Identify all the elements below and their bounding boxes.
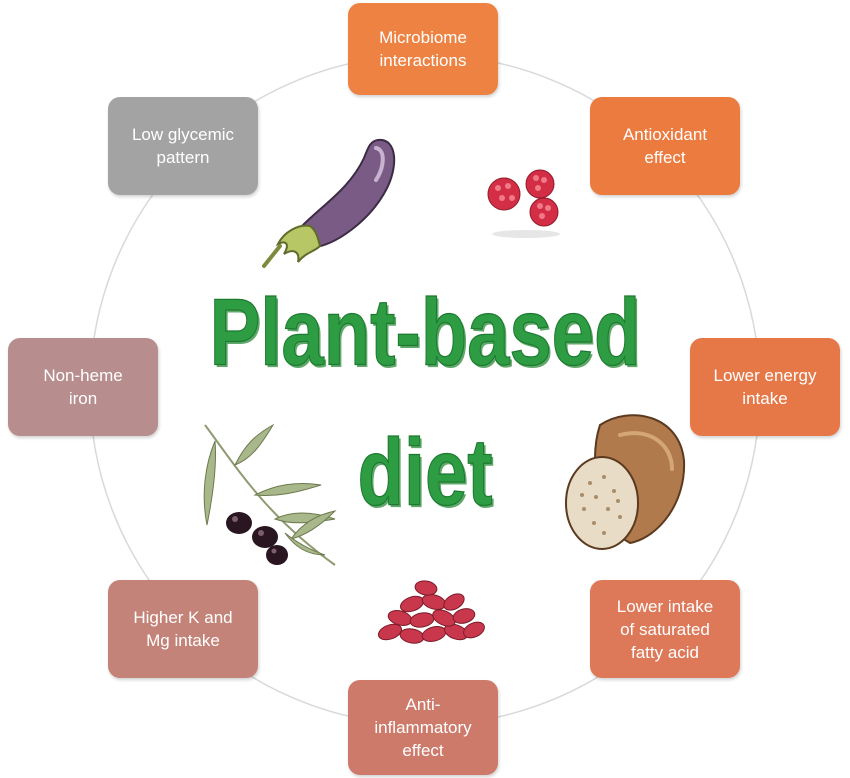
node-line: effect (644, 148, 686, 167)
node-line: interactions (379, 51, 467, 70)
node-line: Anti- (405, 695, 441, 714)
node-line: Lower energy (713, 366, 817, 385)
node-higher-k-mg-intake: Higher K and Mg intake (108, 580, 258, 678)
node-line: fatty acid (630, 642, 700, 662)
node-lower-saturated-fat: Lower intake of saturated fatty acid (590, 580, 740, 678)
bread-icon (565, 414, 686, 550)
olive-branch-icon (203, 423, 337, 566)
node-microbiome-interactions: Microbiome interactions (348, 3, 498, 95)
node-low-glycemic-pattern: Low glycemic pattern (108, 97, 258, 195)
node-line: Low glycemic (131, 125, 235, 144)
node-line: of saturated (620, 619, 710, 639)
node-line: Mg intake (146, 631, 220, 650)
raspberry-icon (487, 169, 560, 238)
node-line: Antioxidant (622, 125, 708, 144)
node-line: Microbiome (379, 28, 467, 47)
node-antioxidant-effect: Antioxidant effect (590, 97, 740, 195)
node-line: inflammatory (374, 718, 472, 737)
node-line: Higher K and (133, 608, 233, 627)
node-line: effect (402, 741, 444, 760)
node-anti-inflammatory-effect: Anti- inflammatory effect (348, 680, 498, 775)
node-non-heme-iron: Non-heme iron (8, 338, 158, 436)
diagram-title-line2: diet (357, 419, 493, 527)
eggplant-icon (262, 138, 396, 268)
node-line: pattern (156, 148, 210, 167)
node-line: Lower intake (616, 596, 714, 616)
node-lower-energy-intake: Lower energy intake (690, 338, 840, 436)
kidney-beans-icon (377, 580, 485, 644)
node-line: intake (742, 389, 788, 408)
node-line: iron (68, 389, 98, 408)
node-line: Non-heme (43, 366, 123, 385)
diagram-title-line1: Plant-based (209, 279, 641, 387)
